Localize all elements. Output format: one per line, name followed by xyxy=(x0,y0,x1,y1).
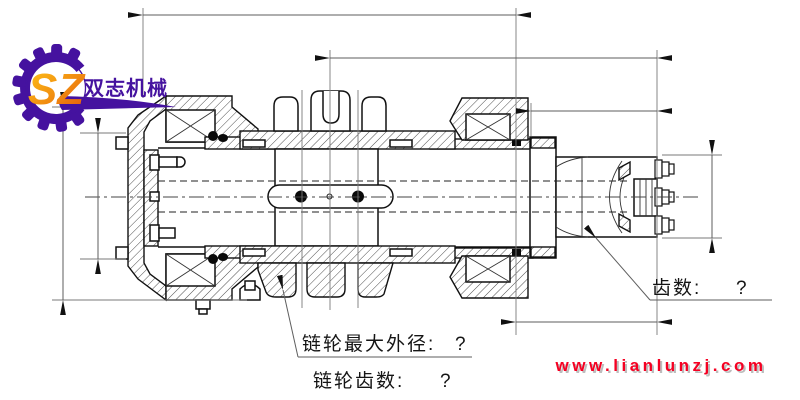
rim-step xyxy=(242,248,266,257)
slot-pin xyxy=(295,190,307,203)
right-bearing-housing xyxy=(449,97,529,299)
seal-block xyxy=(512,249,521,256)
gear-section-sliver xyxy=(618,160,631,182)
logo-monogram: SZ xyxy=(28,65,86,114)
tooth-notch xyxy=(322,91,340,124)
bearing-bottom-left xyxy=(165,253,216,287)
seal-blob xyxy=(218,253,228,261)
housing-bottom-bolt xyxy=(195,299,211,315)
seal-blob xyxy=(208,254,218,264)
sprocket-rim-top xyxy=(239,130,456,150)
sprocket-teeth-value: ? xyxy=(440,371,451,392)
sprocket-rim-bottom xyxy=(239,245,456,264)
website-watermark: www.lianlunzj.com www.lianlunzj.com xyxy=(555,356,769,377)
gear-teeth xyxy=(12,43,85,132)
rim-step xyxy=(389,139,413,148)
slot-center-hole xyxy=(326,193,333,200)
hub-slot xyxy=(267,184,394,209)
website-url: www.lianlunzj.com xyxy=(555,356,767,375)
spline-teeth-value: ? xyxy=(736,278,747,299)
seal-blob xyxy=(208,131,218,141)
website-url-shadow: www.lianlunzj.com xyxy=(557,358,769,377)
rim-step xyxy=(242,139,266,148)
company-name: 双志机械 xyxy=(84,76,168,100)
sprocket-tooth-top xyxy=(361,96,387,132)
sprocket-tooth-bottom xyxy=(257,262,297,298)
spline-teeth-label: 齿数: xyxy=(652,277,701,299)
left-bearing-housing xyxy=(165,95,261,315)
sprocket-tooth-bottom xyxy=(306,262,346,298)
flange-lip-bottom xyxy=(115,246,129,260)
sprocket-tooth-top xyxy=(273,96,299,132)
cap-bolt-lower xyxy=(149,224,176,242)
logo-swoosh xyxy=(58,96,176,110)
leader-line xyxy=(583,224,651,301)
sprocket xyxy=(239,90,456,298)
housing-dome-plug xyxy=(239,280,261,301)
gear-inner-ring xyxy=(25,57,87,119)
left-end-cap xyxy=(115,94,186,302)
gear-tooth-column xyxy=(633,178,658,217)
bearing-top-left xyxy=(165,109,216,143)
shaft-collar xyxy=(529,136,557,259)
seal-blob xyxy=(218,134,228,142)
company-logo: SZ 双志机械 xyxy=(12,43,176,132)
seal-block xyxy=(512,139,521,146)
center-lines xyxy=(85,90,700,308)
sprocket-od-value: ? xyxy=(455,334,466,355)
flange-lip-top xyxy=(115,136,129,150)
sprocket-tooth-bottom xyxy=(357,262,394,298)
callout-sprocket-od: 链轮最大外径: ? 链轮齿数: ? xyxy=(276,274,472,392)
rim-step xyxy=(389,248,413,257)
sprocket-od-label: 链轮最大外径: xyxy=(302,333,435,355)
cap-bolt-upper xyxy=(149,154,186,171)
gear-section-sliver xyxy=(618,212,631,234)
cap-nub xyxy=(149,191,160,202)
callout-spline-teeth: 齿数: ? xyxy=(583,224,772,301)
bearing-bottom-right xyxy=(465,255,511,283)
sprocket-teeth-label: 链轮齿数: xyxy=(313,370,404,392)
gear-icon xyxy=(20,52,85,125)
leader-line xyxy=(276,274,299,358)
bearing-top-right xyxy=(465,113,511,141)
